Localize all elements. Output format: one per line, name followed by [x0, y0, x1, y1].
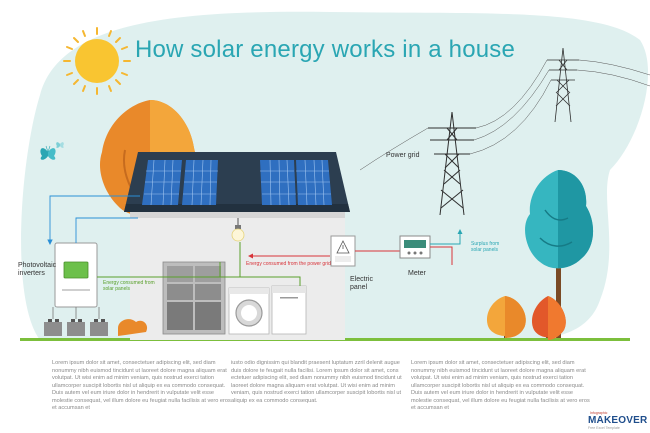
brand-logo: Infographic MAKEOVER Free Excel Template [588, 411, 648, 430]
page-title: How solar energy works in a house [134, 36, 516, 63]
body-paragraph: Lorem ipsum dolor sit amet, consectetuer… [411, 360, 590, 412]
body-paragraph: iusto odio dignissim qui blandit praesen… [231, 360, 402, 404]
red-bush-right [531, 296, 566, 340]
grid-energy-flow-arrow [248, 250, 400, 259]
solar-panels [142, 159, 332, 206]
house [124, 152, 356, 340]
washing-machine-icon [228, 287, 270, 335]
surplus-flow-arrow [430, 229, 463, 265]
battery-icon [90, 319, 108, 336]
dishwasher-icon [271, 285, 307, 335]
batteries [44, 319, 108, 336]
power-grid-label: Power grid [386, 152, 420, 159]
grid-energy-label: Energy consumed from the power grid [246, 261, 331, 267]
electric-panel-label: Electric panel [350, 276, 373, 292]
inverter-icon [54, 242, 98, 308]
surplus-label: Surplus from solar panels [471, 241, 500, 253]
solar-energy-flow-arrow [97, 242, 301, 286]
power-lines [359, 59, 650, 171]
solar-panel [182, 159, 218, 206]
meter-icon [399, 235, 431, 259]
battery-icon [44, 319, 62, 336]
solar-panel [142, 159, 182, 206]
logo-top-text: Infographic [590, 411, 608, 415]
butterfly-icon [40, 145, 56, 160]
photovoltaic-inverters-label: Photovoltaic inverters [18, 262, 57, 278]
inverter-to-battery-wiring [52, 307, 100, 319]
power-tower-icon [428, 111, 476, 216]
logo-main-text: MAKEOVER [588, 415, 648, 426]
blue-tree [525, 170, 594, 338]
electric-panel-icon [330, 235, 356, 267]
battery-icon [67, 319, 85, 336]
power-tower-icon [547, 47, 579, 123]
body-paragraph: Lorem ipsum dolor sit amet, consectetuer… [52, 360, 231, 412]
sun-icon [63, 27, 131, 95]
logo-sub-text: Free Excel Template [588, 426, 620, 430]
autumn-bush-right [486, 296, 526, 338]
light-bulb-icon [231, 218, 245, 242]
solar-panel [296, 159, 332, 206]
solar-panel [260, 159, 296, 206]
panel-to-inverter-wiring [47, 195, 140, 246]
meter-label: Meter [408, 270, 426, 277]
small-bush-left [118, 319, 148, 336]
butterfly-icon [56, 142, 64, 148]
battery-storage-unit [162, 261, 226, 335]
solar-energy-label: Energy consumed from solar panels [103, 280, 155, 292]
